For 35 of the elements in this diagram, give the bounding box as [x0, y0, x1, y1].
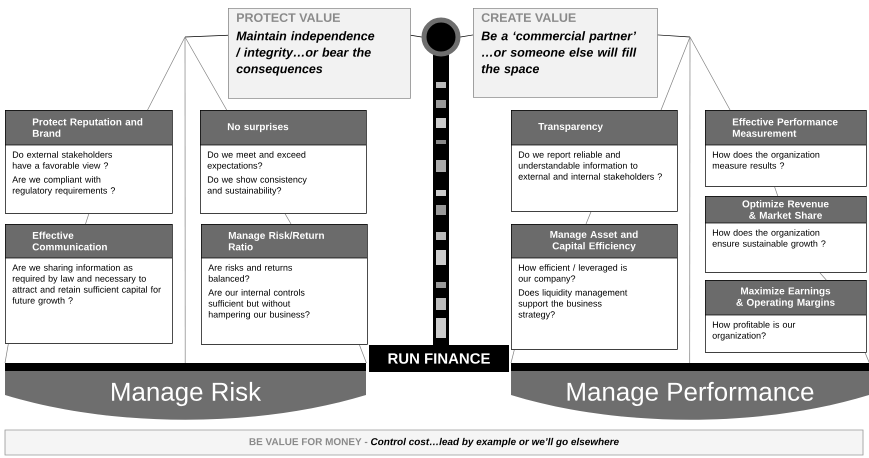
hanger-line — [184, 36, 186, 364]
hanger-line — [184, 36, 228, 110]
hanger-line — [774, 186, 778, 196]
hanger-line — [660, 36, 690, 110]
hanger-line — [147, 36, 186, 110]
question-box: Optimize Revenue & Market Share How does the organization ensure sustainable growth ? — [704, 196, 867, 273]
question-box: Manage Asset and Capital Efficiency How efficient / leveraged is our company? Does liquidity management support the business strategy? — [510, 224, 678, 350]
base-label: RUN FINANCE — [369, 345, 509, 372]
hanger-line — [690, 36, 730, 110]
question-box: Effective Communication Are we sharing information as required by law and necessary to attract and retain sufficient capital for future growth ? — [4, 224, 173, 344]
hanger-line — [689, 36, 690, 364]
question-box: Maximize Earnings & Operating Margins How profitable is our organization? — [704, 280, 867, 353]
hanger-line — [359, 344, 367, 364]
pivot-circle — [422, 18, 460, 56]
scale-pan: Manage Risk — [5, 363, 366, 420]
banner-box: BE VALUE FOR MONEY - Control cost…lead by example or we’ll go elsewhere — [4, 430, 864, 456]
hanger-line — [4, 343, 9, 364]
question-box: Effective Performance Measurement How does the organization measure results ? — [704, 110, 867, 187]
hanger-line — [819, 272, 827, 280]
value-box: PROTECT VALUE Maintain independence / integrity…or bear the consequences — [228, 8, 411, 99]
hanger-line — [460, 34, 474, 38]
hanger-line — [85, 213, 90, 224]
scale-pan: Manage Performance — [511, 363, 869, 420]
value-box: CREATE VALUE Be a ‘commercial partner’ …or someone else will fill the space — [473, 8, 658, 98]
question-box: No surprises Do we meet and exceed expectations? Do we show consistency and sustainability? — [200, 110, 367, 214]
hanger-line — [657, 34, 690, 38]
hanger-line — [184, 34, 228, 38]
hanger-line — [410, 34, 422, 38]
hanger-line — [586, 211, 592, 224]
hanger-line — [510, 349, 515, 364]
question-box: Transparency Do we report reliable and understandable information to external and internal stakeholders ? — [510, 110, 678, 212]
hanger-line — [864, 352, 869, 364]
question-box: Protect Reputation and Brand Do external stakeholders have a favorable view ? Are we compliant with regulatory requirements ? — [4, 110, 173, 214]
question-box: Manage Risk/Return Ratio Are risks and returns balanced? Are our internal controls sufficient but without hampering our business? — [200, 224, 368, 345]
hanger-line — [284, 213, 292, 224]
